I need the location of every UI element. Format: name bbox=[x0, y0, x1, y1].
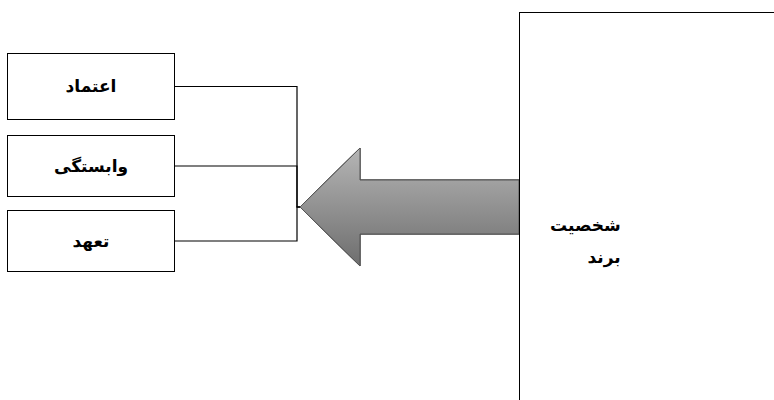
source-box: شخصیت برند bbox=[519, 12, 774, 400]
box-label: اعتماد bbox=[66, 70, 117, 102]
box-label: تعهد bbox=[72, 225, 109, 257]
box-label: شخصیت برند bbox=[550, 209, 621, 274]
box-label: وابستگی bbox=[54, 150, 128, 182]
concept-box: اعتماد bbox=[7, 53, 175, 120]
concept-box: تعهد bbox=[7, 210, 175, 272]
block-arrow bbox=[300, 148, 519, 266]
concept-box: وابستگی bbox=[7, 135, 175, 197]
block-arrow bbox=[300, 148, 519, 266]
block-arrow bbox=[300, 148, 519, 266]
